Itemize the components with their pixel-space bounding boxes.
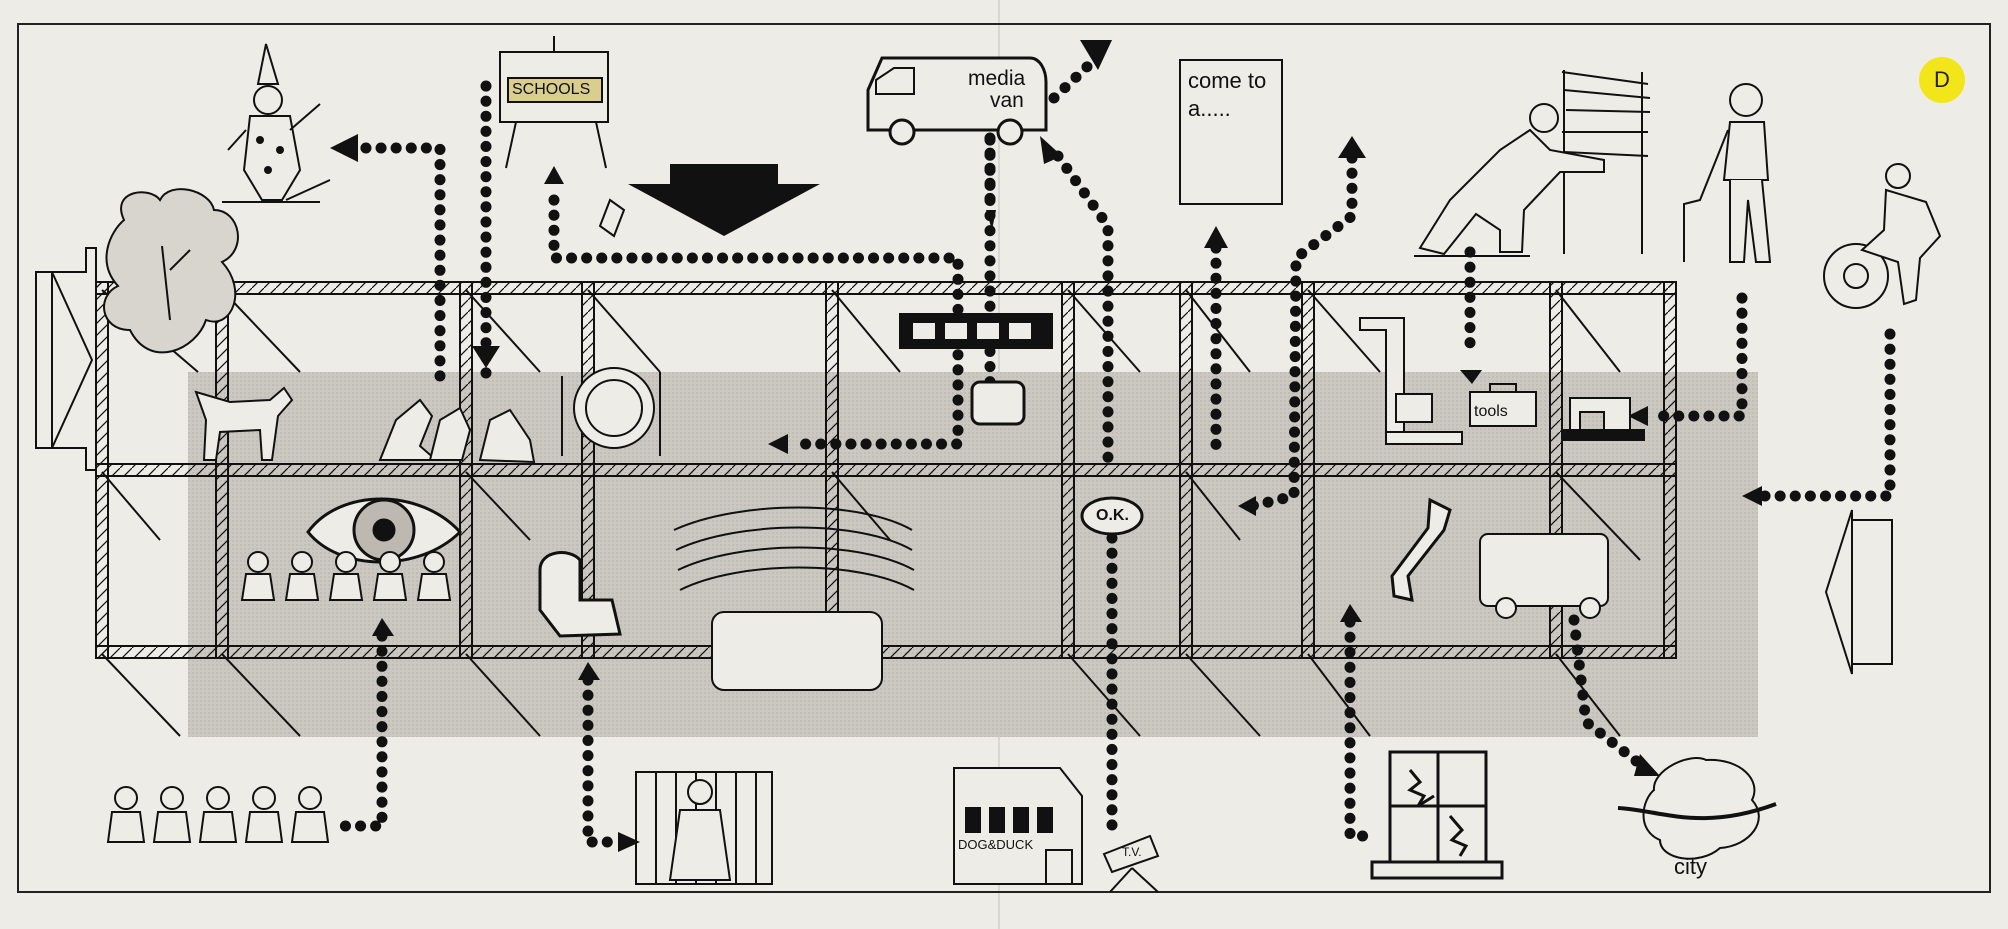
down-arrow-icon bbox=[628, 184, 820, 236]
right-arrow-icon bbox=[1851, 519, 1893, 665]
stage-icon bbox=[673, 506, 915, 691]
tools-label: tools bbox=[1474, 403, 1508, 420]
media-van-label: media bbox=[968, 67, 1026, 90]
media-van-icon bbox=[866, 56, 1048, 146]
media-van-label-2: van bbox=[990, 89, 1024, 112]
plate-icon bbox=[561, 367, 661, 456]
pub-icon bbox=[953, 767, 1083, 885]
signboard-icon bbox=[1179, 59, 1283, 205]
dog-duck-label: DOG&DUCK bbox=[958, 837, 1034, 852]
tv-icon bbox=[970, 380, 1026, 426]
worker-icon bbox=[1414, 70, 1651, 257]
bus-icon bbox=[1479, 533, 1609, 619]
schools-label: SCHOOLS bbox=[512, 81, 591, 98]
dancer-icon bbox=[1683, 83, 1772, 263]
window-icon bbox=[1370, 750, 1504, 880]
crowd-icon bbox=[378, 398, 536, 464]
wrench-icon bbox=[1390, 497, 1452, 602]
tv-camera-icon bbox=[1102, 834, 1160, 893]
toolbox-icon bbox=[1469, 383, 1537, 427]
sewing-machine-icon bbox=[1563, 397, 1645, 441]
clown-icon bbox=[222, 43, 331, 203]
jail-icon bbox=[635, 771, 773, 885]
page-border bbox=[17, 23, 1991, 893]
arrowheads bbox=[330, 40, 1762, 852]
drill-icon bbox=[1359, 317, 1463, 445]
tv-label: T.V. bbox=[1122, 845, 1142, 859]
film-strip-icon bbox=[899, 313, 1053, 349]
dotted-routes bbox=[334, 58, 1896, 848]
page-badge: D bbox=[1919, 57, 1965, 103]
wheel-man-icon bbox=[1823, 163, 1942, 309]
eye-icon bbox=[306, 497, 463, 564]
mouth-icon bbox=[1080, 496, 1144, 536]
city-label: city bbox=[1674, 854, 1707, 879]
come-to-label-2: a..... bbox=[1188, 96, 1231, 121]
come-to-label: come to bbox=[1188, 68, 1267, 93]
audience-icon bbox=[240, 551, 452, 601]
tree-icon bbox=[103, 188, 239, 354]
outside-audience-icon bbox=[106, 786, 330, 843]
city-map-icon bbox=[1617, 757, 1777, 860]
ok-label: O.K. bbox=[1096, 507, 1129, 524]
easel-icon bbox=[499, 36, 626, 238]
armchair-icon bbox=[538, 551, 622, 638]
dog-icon bbox=[194, 386, 294, 461]
